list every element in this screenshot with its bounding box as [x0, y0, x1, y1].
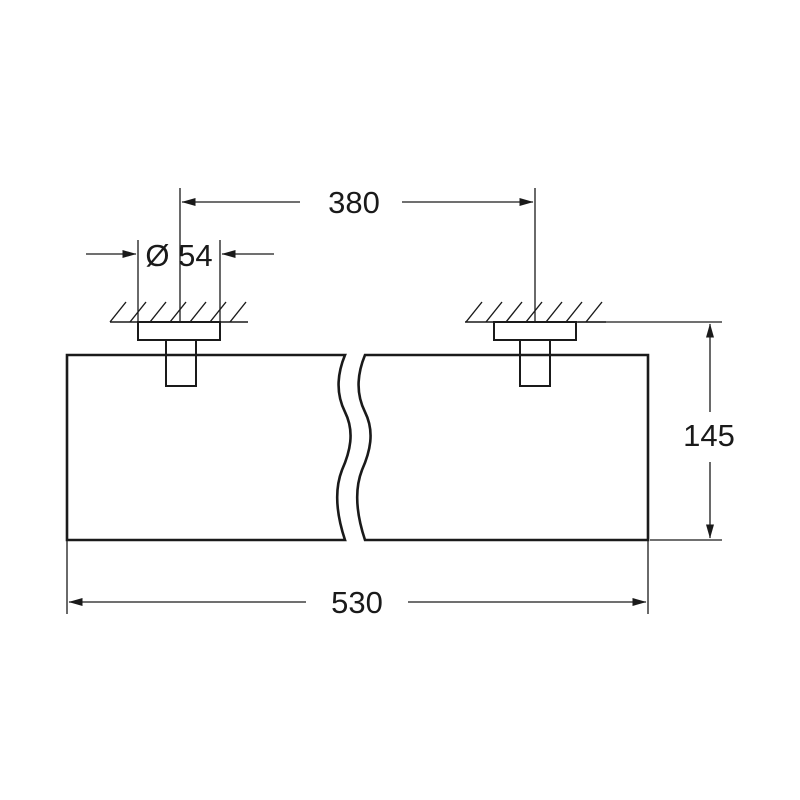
- label-overall-width: 530: [331, 585, 383, 620]
- shelf-left-part: [65, 353, 352, 542]
- label-overall-height: 145: [683, 418, 735, 453]
- dimension-overall-width: 530: [66, 540, 649, 620]
- mount-left: [137, 321, 221, 387]
- label-rosette-diameter: Ø 54: [145, 238, 212, 273]
- shelf-right-part: [355, 353, 650, 542]
- dimension-rosette-diameter: Ø 54: [86, 238, 274, 322]
- dimension-mount-spacing: 380: [179, 185, 536, 322]
- label-mount-spacing: 380: [328, 185, 380, 220]
- wall-hatch-left: [109, 301, 248, 323]
- dimension-overall-height: 145: [578, 321, 735, 541]
